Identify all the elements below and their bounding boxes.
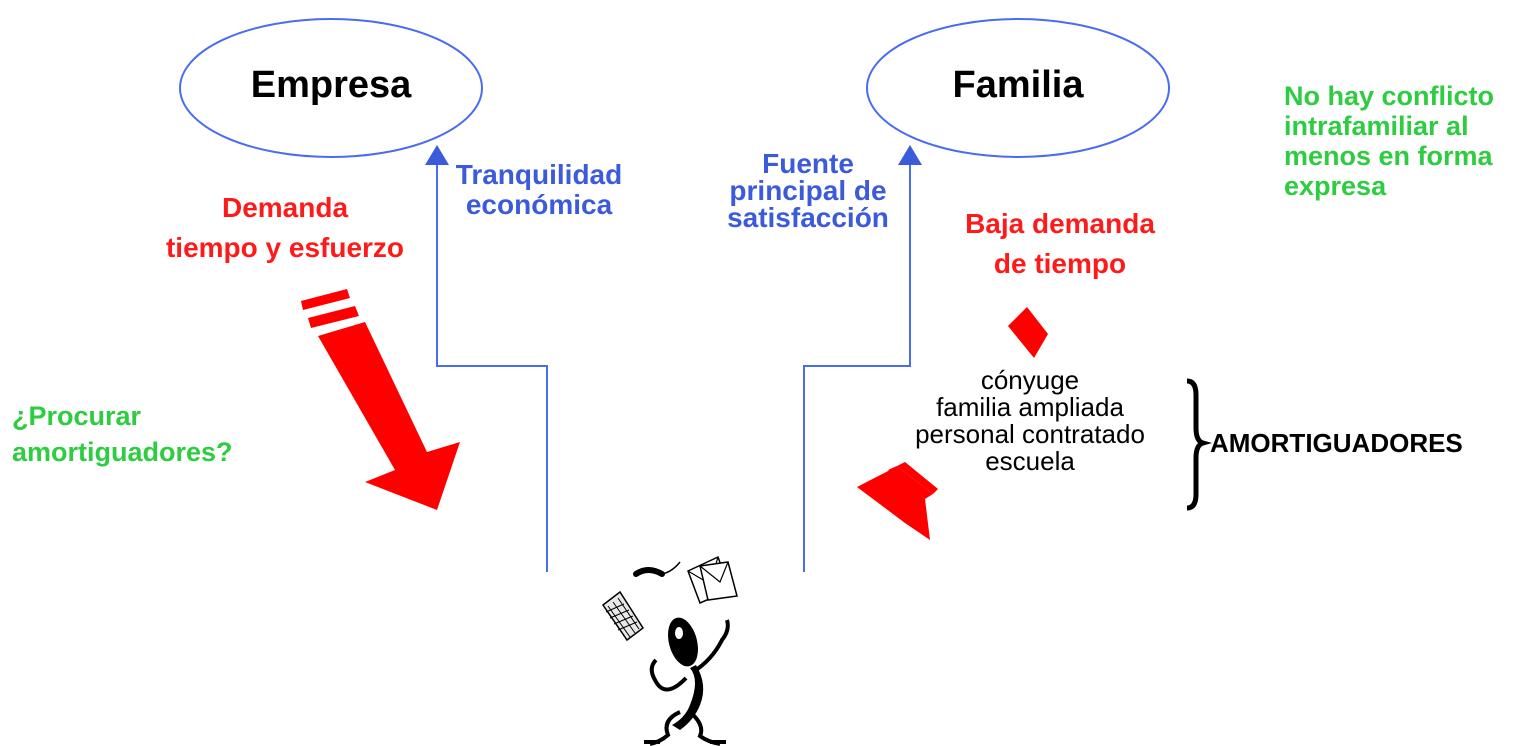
tranquilidad-line-2: económica [465, 189, 613, 220]
amortiguadores-label: AMORTIGUADORES [1210, 428, 1463, 458]
tranquilidad-connector [425, 145, 548, 572]
familia-label: Familia [952, 64, 1084, 106]
demanda-label: Demanda tiempo y esfuerzo [135, 188, 435, 268]
demanda-line-2: tiempo y esfuerzo [165, 232, 405, 263]
no-conflicto-line-1: No hay conflicto [1284, 81, 1495, 111]
baja-demanda-line-2: de tiempo [993, 248, 1127, 279]
demanda-line-1: Demanda [221, 192, 349, 223]
tranquilidad-label: Tranquilidad económica [439, 160, 639, 220]
juggling-person-icon [644, 617, 730, 746]
fuente-connector [803, 145, 922, 572]
procurar-line-2: amortiguadores? [12, 437, 233, 467]
buffer-item: personal contratado [915, 419, 1145, 449]
empresa-ellipse [179, 18, 483, 158]
procurar-line-1: ¿Procurar [12, 401, 142, 431]
fuente-line-3: satisfacción [727, 202, 889, 233]
no-conflicto-line-2: intrafamiliar al [1284, 111, 1469, 141]
small-red-diamond [1008, 307, 1048, 358]
no-conflicto-line-4: expresa [1284, 171, 1387, 201]
fuente-line-1: Fuente [762, 148, 854, 179]
amortiguadores-brace [1186, 378, 1213, 511]
no-conflicto-label: No hay conflicto intrafamiliar al menos … [1284, 81, 1494, 201]
procurar-label: ¿Procurar amortiguadores? [12, 398, 233, 470]
envelopes-icon [687, 555, 738, 605]
baja-demanda-line-1: Baja demanda [965, 208, 1155, 239]
baja-demanda-label: Baja demanda de tiempo [935, 204, 1185, 284]
demand-arrow [301, 289, 460, 510]
telephone-icon [633, 561, 681, 577]
buffers-list: cónyuge familia ampliada personal contra… [880, 367, 1180, 475]
tranquilidad-line-1: Tranquilidad [455, 159, 623, 190]
empresa-label: Empresa [250, 64, 412, 106]
buffer-item: escuela [985, 446, 1075, 476]
keyboard-icon [601, 590, 645, 642]
fuente-label: Fuente principal de satisfacción [713, 148, 903, 233]
no-conflicto-line-3: menos en forma [1284, 141, 1493, 171]
familia-ellipse [866, 18, 1170, 158]
buffer-item: familia ampliada [936, 392, 1124, 422]
buffer-item: cónyuge [980, 365, 1080, 395]
buffer-arrow [857, 462, 938, 540]
fuente-line-2: principal de [729, 175, 887, 206]
